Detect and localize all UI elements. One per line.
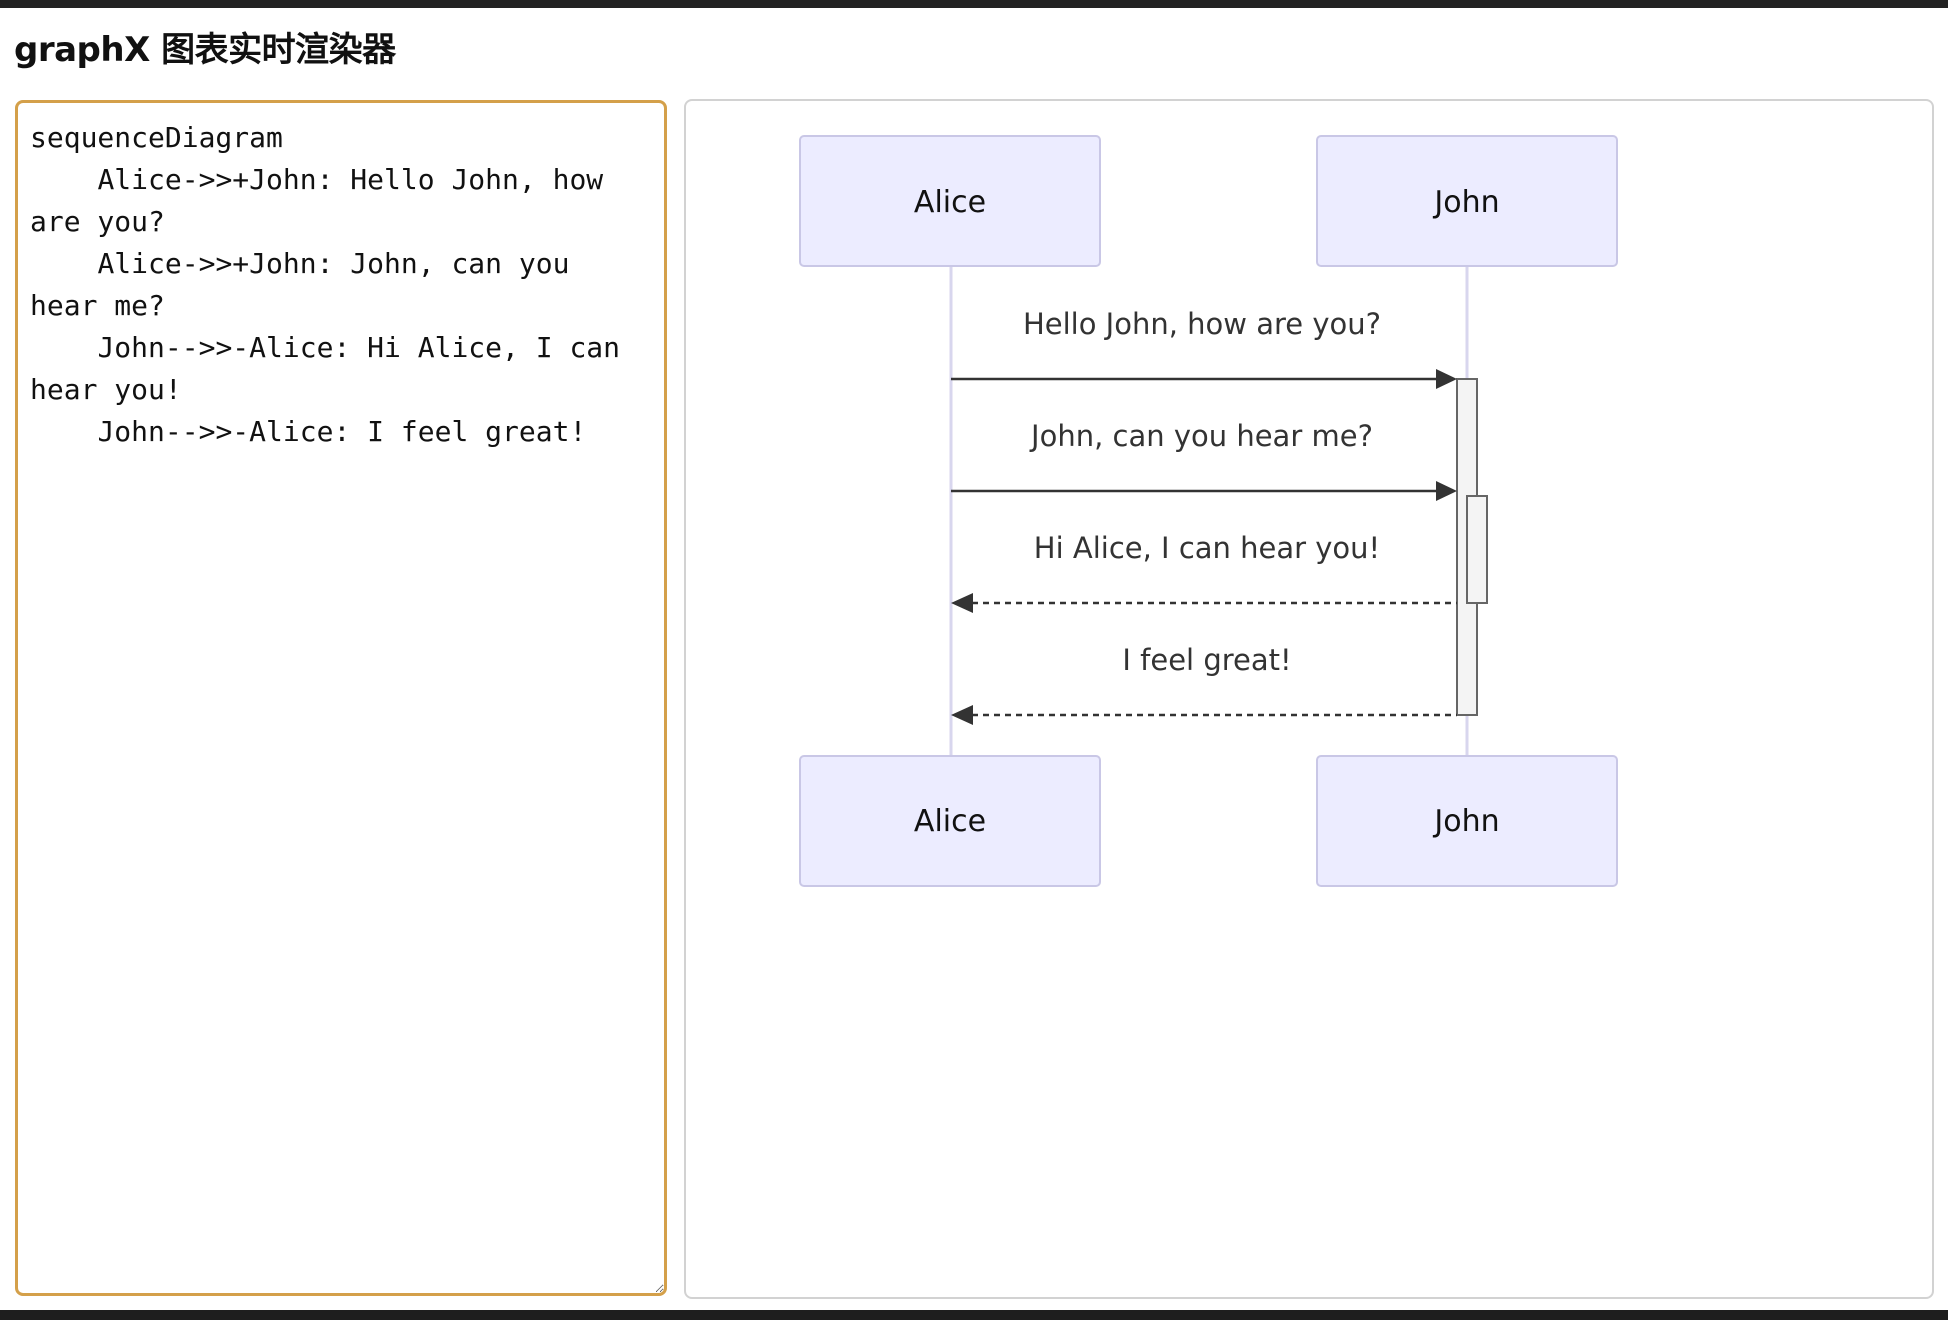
window-top-bar: [0, 0, 1948, 8]
message-1-label: Hello John, how are you?: [1023, 307, 1381, 341]
window-bottom-bar: [0, 1310, 1948, 1320]
actor-bottom-john: John: [1316, 755, 1618, 887]
actor-bottom-john-label: John: [1432, 804, 1499, 839]
actor-top-john: John: [1316, 135, 1618, 267]
diagram-preview-panel: Alice John Hello John, how are you? John…: [684, 99, 1934, 1299]
sequence-diagram: Alice John Hello John, how are you? John…: [799, 135, 1618, 887]
actor-top-alice: Alice: [799, 135, 1101, 267]
message-4-label: I feel great!: [1122, 643, 1291, 677]
message-3-label: Hi Alice, I can hear you!: [1034, 531, 1380, 565]
actor-bottom-alice-label: Alice: [914, 804, 986, 839]
message-1-arrowhead: [1436, 369, 1457, 389]
message-2-arrowhead: [1436, 481, 1457, 501]
message-2-label: John, can you hear me?: [1029, 419, 1373, 453]
actor-top-john-label: John: [1432, 185, 1499, 220]
page-title: graphX 图表实时渲染器: [14, 30, 396, 70]
activation-john-inner: [1466, 495, 1488, 604]
message-3-arrowhead: [951, 593, 973, 613]
diagram-source-editor[interactable]: sequenceDiagram Alice->>+John: Hello Joh…: [15, 100, 667, 1296]
actor-top-alice-label: Alice: [914, 185, 986, 220]
actor-bottom-alice: Alice: [799, 755, 1101, 887]
message-4-arrowhead: [951, 705, 973, 725]
